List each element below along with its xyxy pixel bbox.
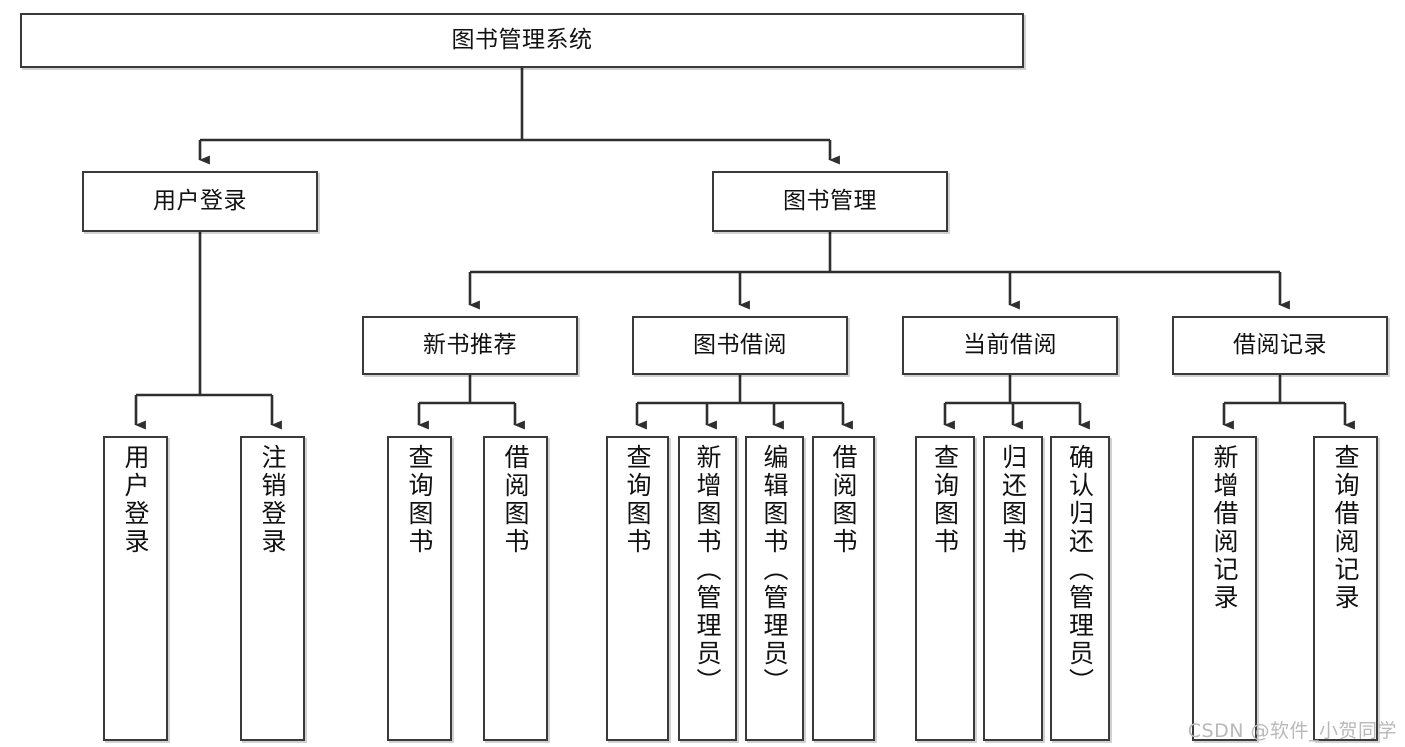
node-book-borrow[interactable]: 图书借阅 — [632, 316, 848, 375]
leaf-borrow-books[interactable]: 借阅图书 — [812, 436, 875, 741]
node-user-login[interactable]: 用户登录 — [82, 171, 318, 232]
leaf-return-books[interactable]: 归还图书 — [983, 436, 1043, 741]
node-label: 查询图书 — [405, 444, 434, 556]
node-label: 借阅记录 — [1233, 331, 1327, 358]
leaf-add-book-admin[interactable]: 新增图书（管理员） — [678, 436, 737, 741]
node-label: 新书推荐 — [423, 331, 517, 358]
leaf-logout[interactable]: 注销登录 — [240, 436, 305, 741]
node-label: 确认归还（管理员） — [1065, 444, 1095, 696]
node-label: 新增图书（管理员） — [693, 444, 722, 696]
leaf-confirm-return-admin[interactable]: 确认归还（管理员） — [1050, 436, 1110, 741]
node-label: 图书管理 — [783, 187, 877, 214]
node-label: 用户登录 — [121, 444, 150, 556]
node-root-system[interactable]: 图书管理系统 — [20, 13, 1024, 68]
watermark: CSDN @软件_小贺同学 — [1187, 720, 1397, 742]
leaf-query-books-current[interactable]: 查询图书 — [915, 436, 975, 741]
leaf-borrow-books-recommend[interactable]: 借阅图书 — [483, 436, 548, 741]
node-label: 图书管理系统 — [451, 26, 593, 53]
node-label: 当前借阅 — [963, 331, 1057, 358]
node-new-book-recommend[interactable]: 新书推荐 — [362, 316, 578, 375]
node-label: 用户登录 — [153, 187, 247, 214]
node-book-management[interactable]: 图书管理 — [712, 171, 948, 232]
leaf-add-borrow-record[interactable]: 新增借阅记录 — [1192, 436, 1257, 741]
leaf-query-books-borrow[interactable]: 查询图书 — [606, 436, 669, 741]
node-label: 图书借阅 — [693, 331, 787, 358]
node-label: 注销登录 — [258, 444, 287, 556]
node-label: 归还图书 — [998, 444, 1028, 556]
node-borrow-records[interactable]: 借阅记录 — [1172, 316, 1388, 375]
node-label: 查询图书 — [930, 444, 960, 556]
leaf-query-books-recommend[interactable]: 查询图书 — [387, 436, 452, 741]
node-label: 查询图书 — [623, 444, 652, 556]
node-current-borrow[interactable]: 当前借阅 — [902, 316, 1118, 375]
node-label: 新增借阅记录 — [1210, 444, 1239, 612]
leaf-query-borrow-record[interactable]: 查询借阅记录 — [1313, 436, 1378, 741]
node-label: 借阅图书 — [829, 444, 858, 556]
leaf-edit-book-admin[interactable]: 编辑图书（管理员） — [745, 436, 804, 741]
leaf-user-login[interactable]: 用户登录 — [103, 436, 168, 741]
node-label: 编辑图书（管理员） — [760, 444, 789, 696]
node-label: 查询借阅记录 — [1331, 444, 1360, 612]
node-label: 借阅图书 — [501, 444, 530, 556]
